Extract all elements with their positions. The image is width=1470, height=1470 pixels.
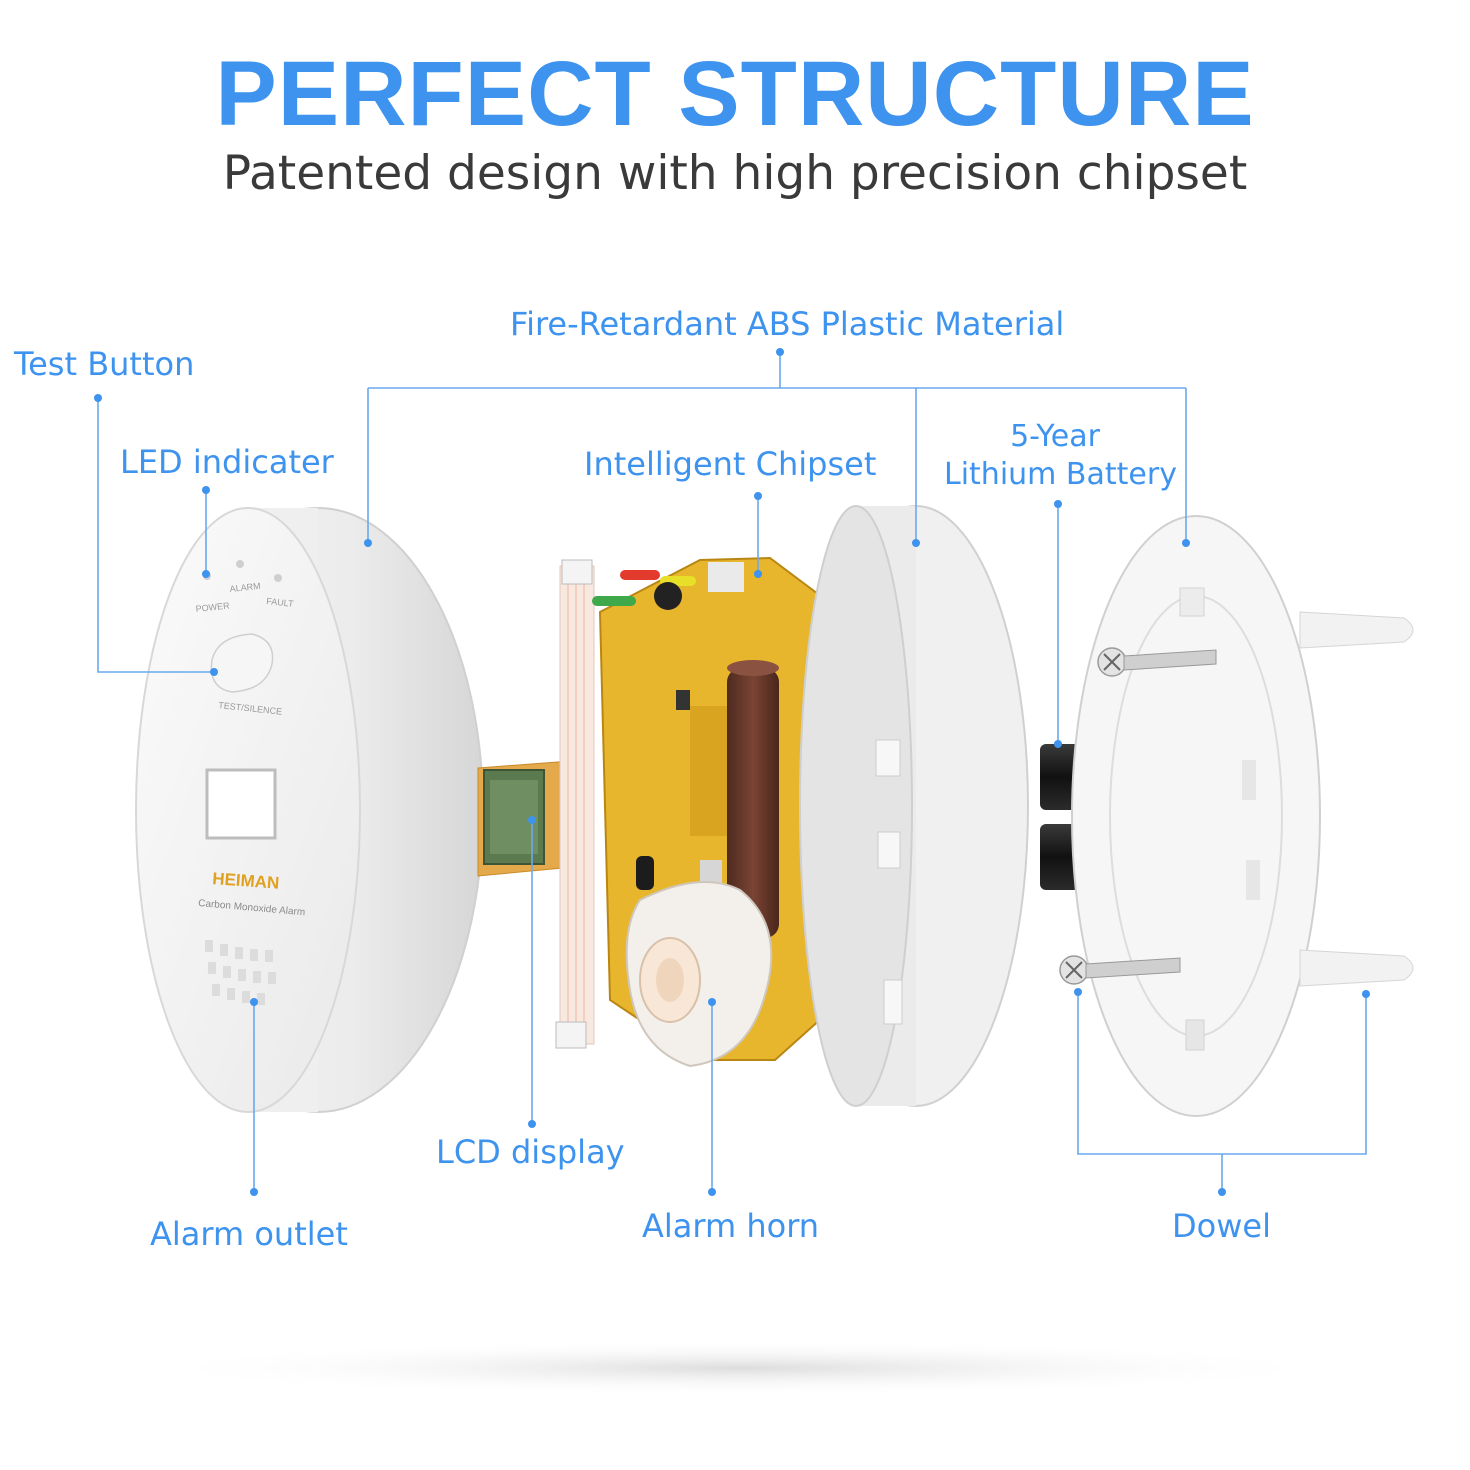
label-alarm-outlet: Alarm outlet: [150, 1215, 348, 1253]
brand-print: HEIMAN: [212, 869, 280, 893]
fault-led: [274, 574, 282, 582]
label-lcd-display: LCD display: [436, 1133, 625, 1171]
callout-lines: [94, 348, 1370, 1196]
middle-shell: [799, 505, 1029, 1107]
label-fire-retardant: Fire-Retardant ABS Plastic Material: [510, 305, 1065, 343]
fault-print: FAULT: [266, 596, 295, 609]
screw-bottom: [1059, 955, 1181, 985]
floor-shadow: [130, 1340, 1350, 1396]
lcd-window: [205, 768, 277, 840]
page-subtitle: Patented design with high precision chip…: [222, 146, 1248, 201]
co-sensor-capacitor: [727, 668, 779, 938]
alarm-horn: [625, 856, 773, 1068]
ribbon-cable: [555, 559, 595, 1049]
page-title: PERFECT STRUCTURE: [215, 43, 1255, 145]
alarm-led: [236, 560, 244, 568]
red-led: [620, 570, 660, 580]
base-plate: [1059, 515, 1414, 1117]
label-intelligent-chipset: Intelligent Chipset: [584, 445, 877, 483]
label-battery-line2: Lithium Battery: [944, 456, 1177, 492]
test-silence-button[interactable]: [210, 633, 274, 693]
pcb-board: [592, 556, 874, 1068]
label-dowel: Dowel: [1172, 1207, 1271, 1245]
dowel-top: [1299, 611, 1414, 649]
screw-top: [1097, 647, 1217, 677]
alarm-print: ALARM: [229, 581, 261, 594]
dowel-bottom: [1299, 949, 1414, 987]
green-led: [592, 596, 636, 606]
label-battery-line1: 5-Year: [1010, 419, 1100, 454]
power-print: POWER: [195, 600, 230, 614]
label-alarm-horn: Alarm horn: [642, 1207, 820, 1245]
label-led-indicator: LED indicater: [120, 443, 334, 481]
alarm-outlet-grille: [205, 940, 276, 1005]
front-cover: POWER ALARM FAULT TEST/SILENCE HEIMAN Ca…: [135, 507, 484, 1113]
label-test-button: Test Button: [14, 345, 195, 383]
label-battery: 5-Year Lithium Battery: [944, 418, 1177, 493]
